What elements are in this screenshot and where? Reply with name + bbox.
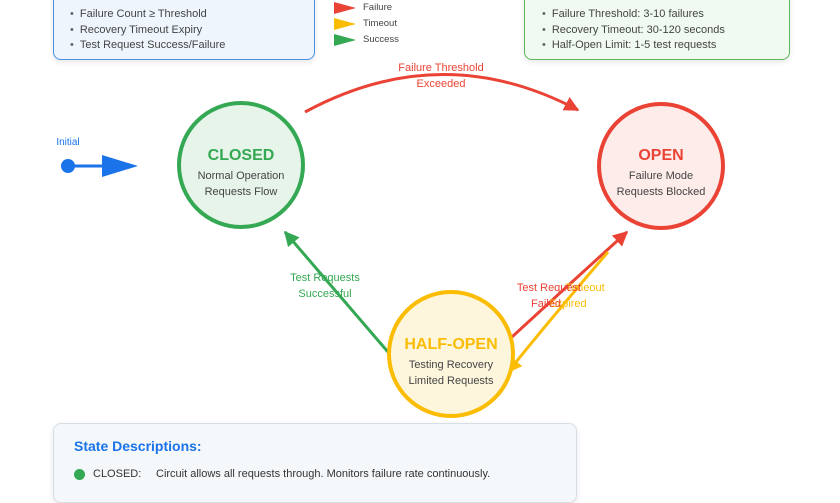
- state-subtitle: Requests Blocked: [617, 186, 706, 198]
- legend-label: Success: [363, 34, 399, 45]
- state-open-circle: [597, 102, 725, 230]
- edge-half-open-to-closed: [283, 230, 402, 367]
- state-subtitle: Testing Recovery: [409, 359, 494, 371]
- legend-label: Timeout: [363, 18, 397, 29]
- trigger-item: Test Request Success/Failure: [70, 38, 314, 54]
- success-arrow-shape: [334, 34, 356, 46]
- legend-label: Failure: [363, 2, 393, 13]
- edge-label: Successful: [298, 288, 351, 300]
- config-item: Failure Threshold: 3-10 failures: [542, 7, 789, 23]
- state-closed: CLOSED Normal Operation Requests Flow: [177, 101, 305, 229]
- legend-item-success: Success: [330, 33, 399, 47]
- state-subtitle: Requests Flow: [205, 186, 278, 198]
- edge-label: Expired: [549, 298, 586, 310]
- timeout-arrow-shape: [334, 18, 356, 30]
- config-item: Recovery Timeout: 30-120 seconds: [542, 23, 789, 39]
- initial-arrow-head: [102, 155, 138, 177]
- failure-arrow-icon: [334, 2, 356, 14]
- state-subtitle: Limited Requests: [409, 375, 494, 387]
- edge-label: Test Requests: [290, 272, 360, 284]
- trigger-item: Failure Count ≥ Threshold: [70, 7, 314, 23]
- edge-label: Test Request: [517, 282, 581, 294]
- state-title: HALF-OPEN: [404, 336, 497, 353]
- state-subtitle: Normal Operation: [198, 170, 285, 182]
- edge-label: Failure Threshold: [398, 62, 483, 74]
- trigger-item: Recovery Timeout Expiry: [70, 23, 314, 39]
- edge-label: Failed: [531, 298, 561, 310]
- state-title: CLOSED: [208, 147, 275, 164]
- state-half-open: HALF-OPEN Testing Recovery Limited Reque…: [387, 290, 515, 418]
- configuration-panel: Failure Threshold: 3-10 failures Recover…: [524, 0, 790, 60]
- edge-label: Exceeded: [417, 78, 466, 90]
- edge-closed-to-open: [304, 73, 580, 114]
- state-closed-circle: [177, 101, 305, 229]
- edge-open-to-half-open: [506, 251, 610, 374]
- edge-label: Timeout: [565, 282, 604, 294]
- description-state: CLOSED:: [93, 468, 142, 480]
- legend-item-timeout: Timeout: [330, 17, 397, 31]
- failure-arrow-shape: [334, 2, 356, 14]
- description-text: Circuit allows all requests through. Mon…: [156, 468, 491, 480]
- state-subtitle: Failure Mode: [629, 170, 693, 182]
- state-half-open-circle: [387, 290, 515, 418]
- timeout-arrow-icon: [334, 18, 356, 30]
- config-item: Half-Open Limit: 1-5 test requests: [542, 38, 789, 54]
- closed-status-dot: [74, 468, 85, 480]
- state-open: OPEN Failure Mode Requests Blocked: [597, 102, 725, 230]
- state-diagram: Initial Failure Threshold Exceeded Test …: [56, 62, 725, 418]
- description-row: CLOSED: Circuit allows all requests thro…: [74, 468, 576, 480]
- state-title: OPEN: [638, 147, 683, 164]
- descriptions-title: State Descriptions:: [74, 438, 202, 454]
- legend-item-failure: Failure: [330, 1, 392, 15]
- initial-label: Initial: [56, 137, 79, 148]
- success-arrow-icon: [334, 34, 356, 46]
- state-descriptions-panel: State Descriptions: CLOSED: Circuit allo…: [53, 423, 577, 503]
- transition-triggers-panel: Failure Count ≥ Threshold Recovery Timeo…: [53, 0, 315, 60]
